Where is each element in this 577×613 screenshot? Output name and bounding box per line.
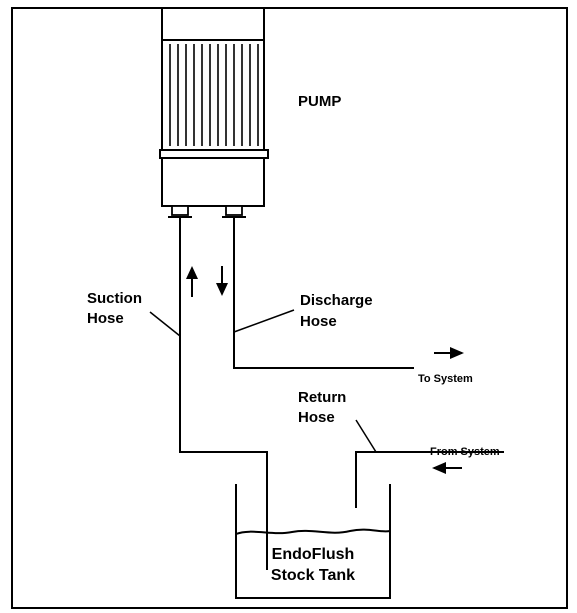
discharge-hose [233,217,414,369]
suction-port [168,205,192,218]
stock-tank [235,484,391,599]
to-system-label: To System [418,373,473,385]
pump-body [161,157,265,207]
discharge-hose-label-line2: Hose [300,313,337,330]
return-hose [355,451,504,508]
return-leader [355,419,377,453]
discharge-hose-label-line1: Discharge [300,292,373,309]
suction-hose-label-line1: Suction [87,290,142,307]
suction-hose-label-line2: Hose [87,310,124,327]
suction-leader [149,311,181,337]
arrow-up-icon [186,266,198,297]
pump-motor [159,7,269,159]
pump-label: PUMP [298,93,341,110]
tank-label-line1: EndoFlush [272,546,355,563]
from-system-label: From System [430,446,500,458]
return-hose-label-line2: Hose [298,409,335,426]
tank-label-line2: Stock Tank [271,567,355,584]
arrow-right-icon [434,347,464,359]
discharge-port [222,205,246,218]
arrow-down-icon [216,266,228,296]
liquid-surface [235,528,391,535]
discharge-leader [233,309,295,333]
diagram-frame [11,7,568,609]
arrow-left-icon [432,462,462,474]
return-hose-label-line1: Return [298,389,346,406]
suction-hose [179,217,268,570]
motor-fins [169,44,259,146]
